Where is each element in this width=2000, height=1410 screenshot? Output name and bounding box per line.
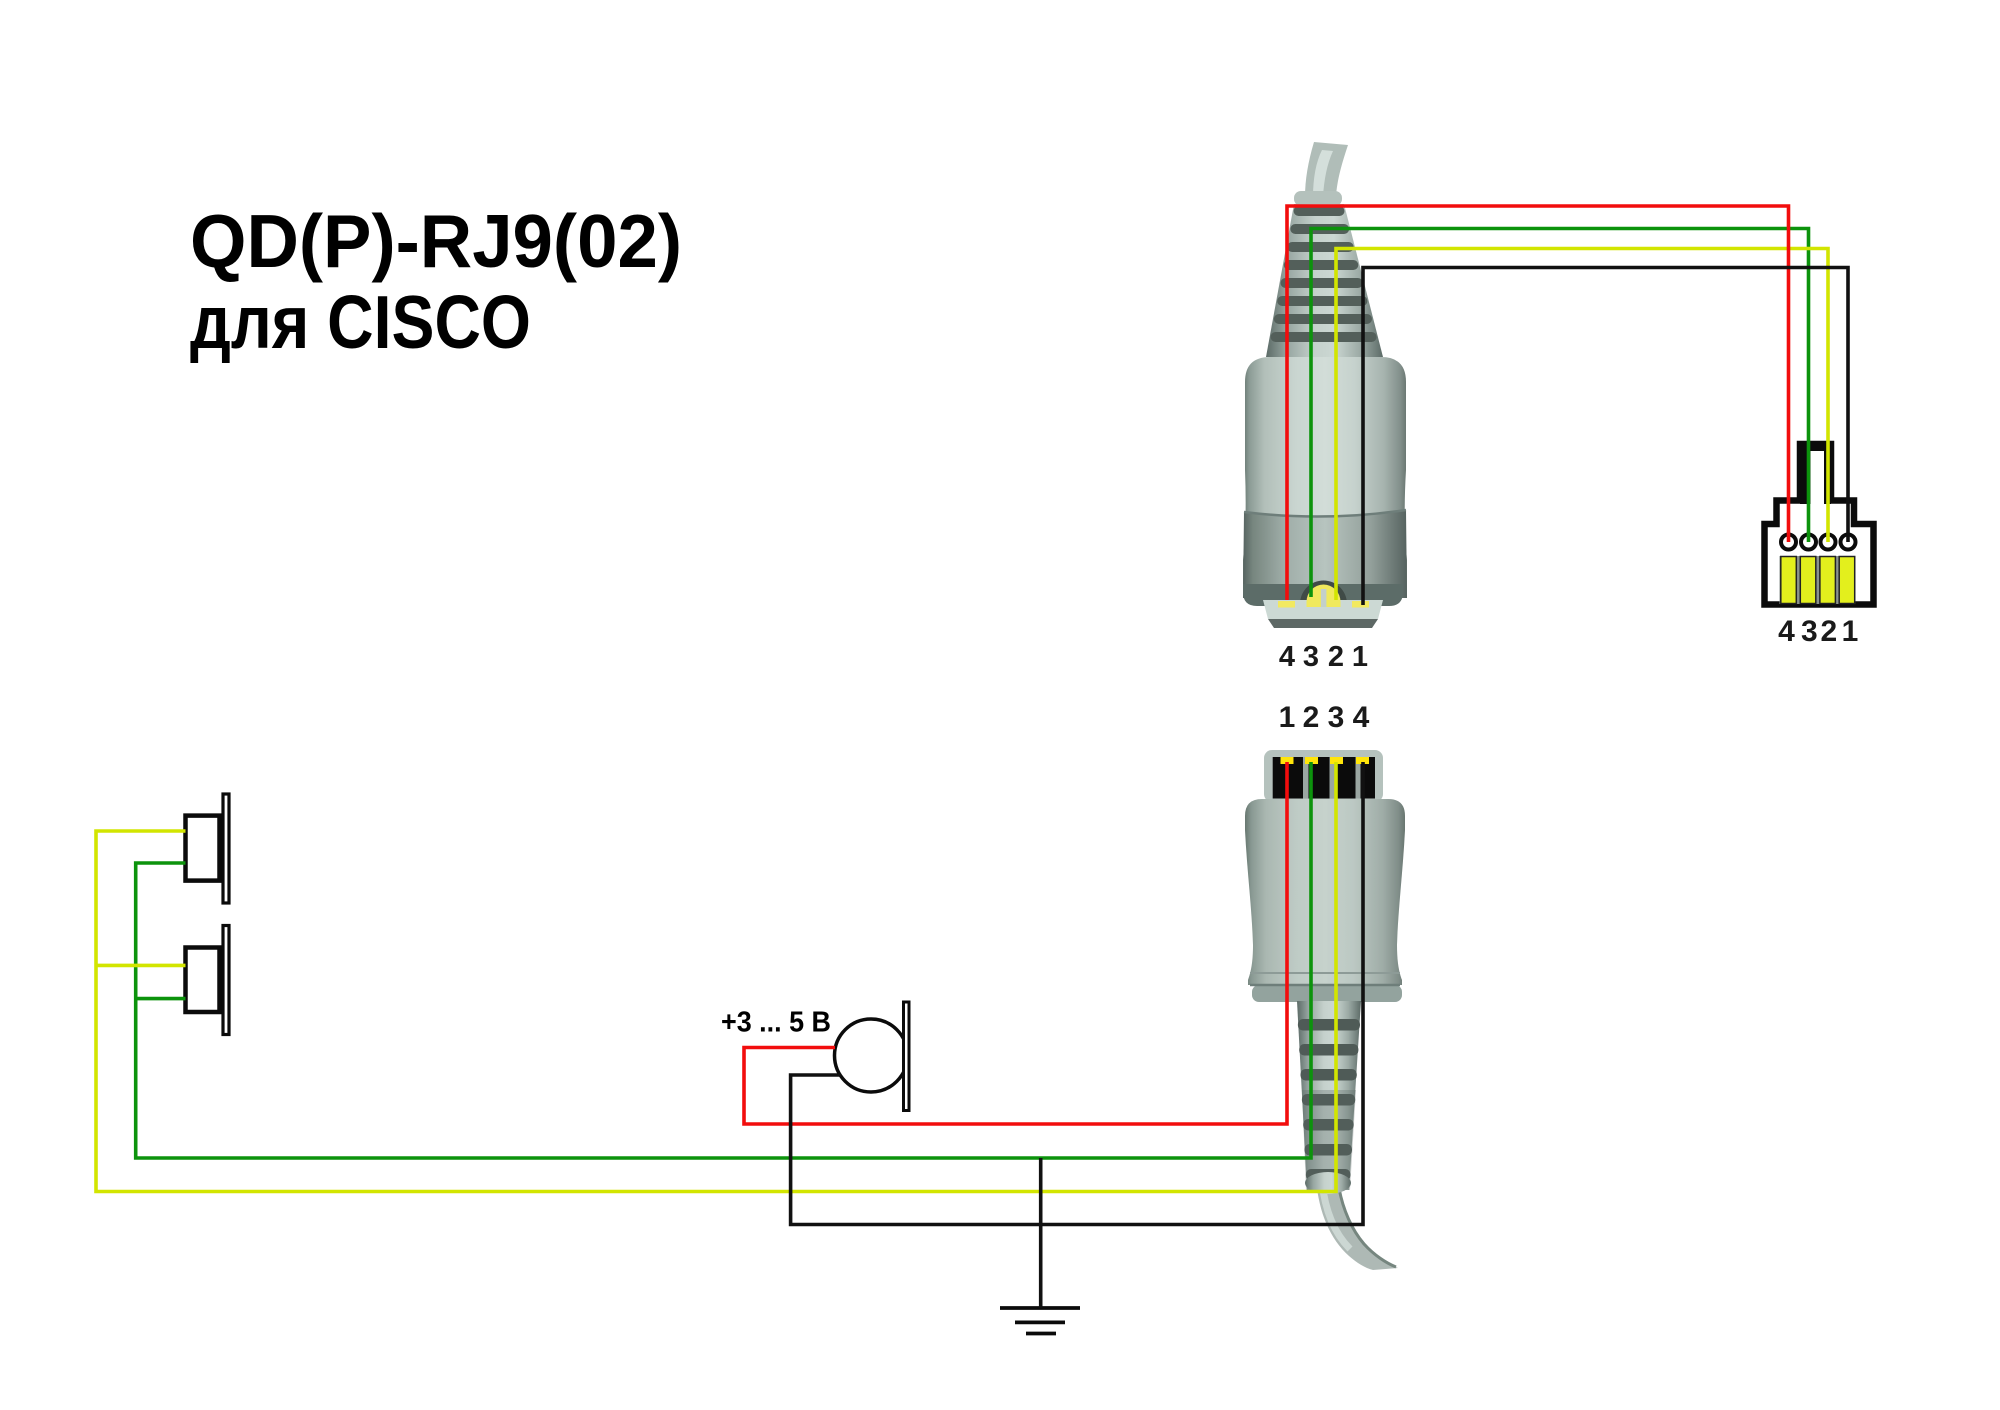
svg-text:QD(P)-RJ9(02): QD(P)-RJ9(02) <box>190 199 682 283</box>
svg-text:1: 1 <box>1352 641 1368 673</box>
svg-text:4: 4 <box>1353 701 1370 734</box>
svg-text:1: 1 <box>1279 701 1296 734</box>
svg-text:3: 3 <box>1328 701 1345 734</box>
svg-text:4: 4 <box>1279 641 1295 673</box>
svg-text:для CISCO: для CISCO <box>190 280 531 364</box>
svg-text:1: 1 <box>1842 615 1859 648</box>
svg-text:2: 2 <box>1821 615 1838 648</box>
svg-text:2: 2 <box>1303 701 1320 734</box>
svg-text:3: 3 <box>1303 641 1319 673</box>
svg-text:+3 ... 5 В: +3 ... 5 В <box>721 1007 831 1039</box>
svg-text:4: 4 <box>1778 615 1795 648</box>
svg-text:3: 3 <box>1801 615 1818 648</box>
svg-text:2: 2 <box>1328 641 1344 673</box>
